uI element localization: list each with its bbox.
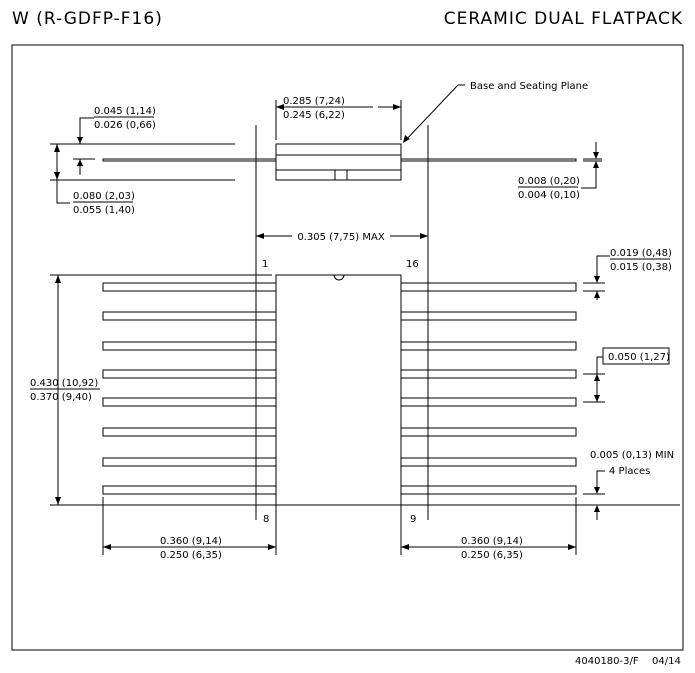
lead-thickness-max: 0.008 (0,20) bbox=[518, 176, 580, 187]
pin-1-label: 1 bbox=[262, 259, 268, 270]
body-length-min: 0.245 (6,22) bbox=[283, 110, 345, 121]
lead-offset-min: 0.026 (0,66) bbox=[94, 120, 156, 131]
lead bbox=[400, 341, 577, 351]
body-length-max: 0.285 (7,24) bbox=[283, 96, 345, 107]
lead bbox=[400, 485, 577, 495]
drawing-date: 04/14 bbox=[652, 656, 681, 667]
lead bbox=[102, 427, 277, 437]
lead-width-max: 0.019 (0,48) bbox=[610, 248, 672, 259]
lead bbox=[102, 311, 277, 321]
lead-thickness-min: 0.004 (0,10) bbox=[518, 190, 580, 201]
overall-width: 0.305 (7,75) MAX bbox=[297, 232, 385, 243]
lead bbox=[102, 485, 277, 495]
lead-length-left-max: 0.360 (9,14) bbox=[160, 536, 222, 547]
body-height-max: 0.080 (2,03) bbox=[73, 191, 135, 202]
body-width-min: 0.370 (9,40) bbox=[30, 392, 92, 403]
lead bbox=[400, 311, 577, 321]
package-name: CERAMIC DUAL FLATPACK bbox=[444, 9, 683, 29]
lead bbox=[400, 369, 577, 379]
pin-8-label: 8 bbox=[263, 514, 269, 525]
lead bbox=[400, 282, 577, 292]
lead-length-left-min: 0.250 (6,35) bbox=[160, 550, 222, 561]
lead-width-min: 0.015 (0,38) bbox=[610, 262, 672, 273]
package-code: W (R-GDFP-F16) bbox=[12, 9, 163, 29]
lead bbox=[102, 397, 277, 407]
side-view: 0.080 (2,03) 0.055 (1,40) 0.045 (1,14) 0… bbox=[50, 81, 602, 520]
lead bbox=[400, 427, 577, 437]
lead-length-right-max: 0.360 (9,14) bbox=[461, 536, 523, 547]
lead-to-end-note: 4 Places bbox=[609, 466, 650, 477]
lead bbox=[102, 341, 277, 351]
drawing-number: 4040180-3/F bbox=[575, 656, 639, 667]
lead bbox=[400, 457, 577, 467]
lead bbox=[102, 282, 277, 292]
drawing-frame bbox=[11, 44, 684, 651]
lead-pitch: 0.050 (1,27) bbox=[608, 352, 670, 363]
lead bbox=[400, 397, 577, 407]
pin-16-label: 16 bbox=[406, 259, 419, 270]
pin-9-label: 9 bbox=[410, 514, 416, 525]
body-width-max: 0.430 (10,92) bbox=[30, 378, 98, 389]
top-view: 1 16 8 9 0.430 (10,92) 0.370 (9,40) 0.01… bbox=[30, 248, 680, 561]
lead-to-end-value: 0.005 (0,13) MIN bbox=[590, 450, 674, 461]
lead-length-right-min: 0.250 (6,35) bbox=[461, 550, 523, 561]
lead-offset-max: 0.045 (1,14) bbox=[94, 106, 156, 117]
lead bbox=[102, 457, 277, 467]
base-seating-plane-label: Base and Seating Plane bbox=[470, 81, 588, 92]
lead bbox=[102, 369, 277, 379]
body-height-min: 0.055 (1,40) bbox=[73, 205, 135, 216]
